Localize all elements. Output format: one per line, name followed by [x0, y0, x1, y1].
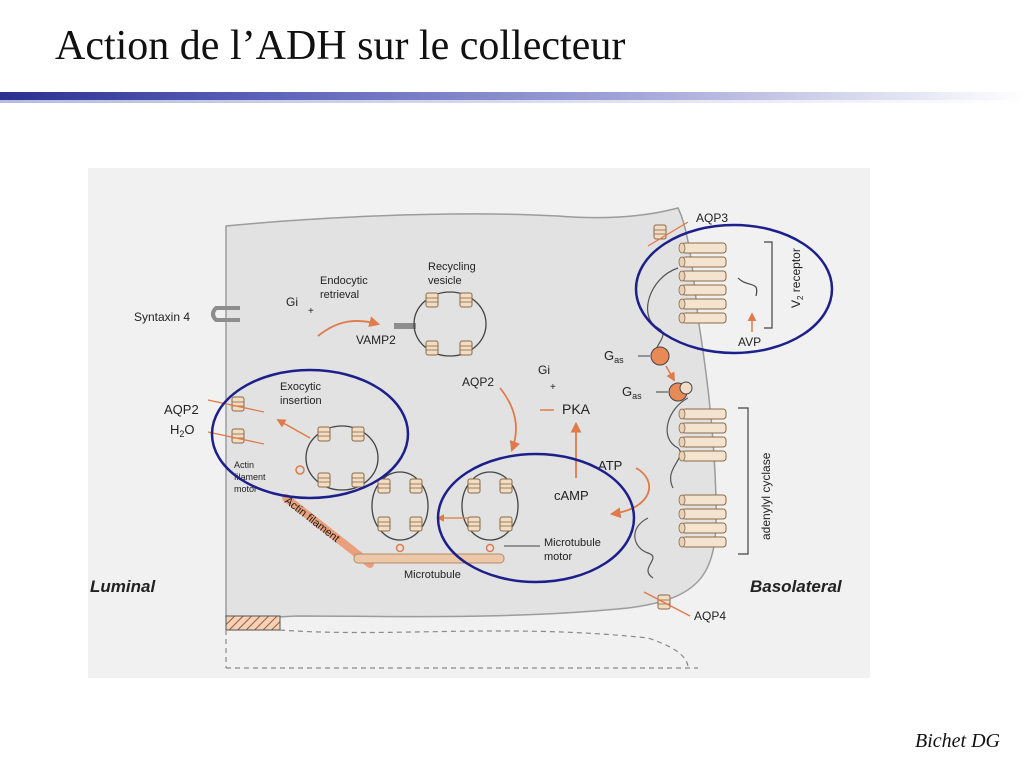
label-microtubule: Microtubule [404, 569, 461, 581]
transport-vesicle-2 [461, 471, 519, 541]
label-aqp2-left: AQP2 [164, 402, 199, 417]
gas-protein-1 [650, 346, 670, 366]
label-recycling-1: Recycling [428, 261, 476, 273]
label-gas-2: Gas [622, 384, 642, 401]
adh-collecting-duct-diagram: Syntaxin 4 Gi + Endocytic retrieval VAMP… [88, 168, 870, 678]
title-underline-shadow [0, 100, 1024, 103]
author-credit: Bichet DG [915, 730, 1000, 752]
exocytic-arrow [276, 419, 311, 439]
syntaxin-icon [211, 306, 240, 322]
title-underline [0, 92, 1024, 100]
exocytic-vesicle [305, 425, 379, 491]
label-syntaxin: Syntaxin 4 [134, 310, 190, 324]
label-plus-top: + [308, 306, 314, 317]
label-atp: ATP [598, 458, 622, 473]
label-aqp3: AQP3 [696, 211, 728, 225]
tight-junction [225, 615, 281, 631]
atp-to-camp-arrow [609, 467, 651, 519]
label-camp: cAMP [554, 488, 589, 503]
transport-vesicle-1 [371, 471, 429, 541]
label-luminal: Luminal [90, 577, 156, 596]
highlight-camp [436, 452, 636, 584]
label-exocytic-1: Exocytic [280, 381, 321, 393]
label-gi-top: Gi [286, 295, 298, 309]
label-gas-1: Gas [604, 348, 624, 365]
label-exocytic-2: insertion [280, 395, 322, 407]
label-aqp2-mid: AQP2 [462, 375, 494, 389]
label-avp: AVP [738, 335, 761, 349]
label-vamp2: VAMP2 [356, 333, 396, 347]
vamp2-icon [394, 323, 416, 329]
label-basolateral: Basolateral [750, 577, 843, 596]
label-gi-mid: Gi [538, 363, 550, 377]
label-endocytic-2: retrieval [320, 289, 359, 301]
actin-motor-icon [295, 465, 305, 475]
label-actin-motor-3: motor [234, 484, 257, 494]
label-adenylyl-cyclase: adenylyl cyclase [759, 452, 773, 540]
microtubule [353, 553, 505, 564]
label-actin-motor-2: filament [234, 472, 266, 482]
label-microtubule-motor-2: motor [544, 551, 572, 563]
label-v2-receptor: V2 receptor [789, 248, 805, 308]
highlight-v2-receptor [634, 223, 834, 355]
highlight-exocytic [210, 368, 410, 500]
label-aqp4: AQP4 [694, 609, 726, 623]
label-microtubule-motor-1: Microtubule [544, 537, 601, 549]
actin-filament [282, 494, 374, 568]
adjacent-cell-outline [225, 629, 689, 669]
label-plus-mid: + [550, 382, 556, 393]
label-pka: PKA [562, 401, 591, 417]
pka-arrow [499, 387, 521, 453]
label-h2o: H2O [170, 422, 195, 439]
label-actin-motor-1: Actin [234, 460, 254, 470]
label-endocytic-1: Endocytic [320, 275, 368, 287]
label-recycling-2: vesicle [428, 275, 462, 287]
cell-body [225, 207, 717, 619]
slide-title: Action de l’ADH sur le collecteur [55, 23, 626, 69]
endocytic-arrow [317, 316, 381, 337]
recycling-vesicle [413, 291, 487, 357]
